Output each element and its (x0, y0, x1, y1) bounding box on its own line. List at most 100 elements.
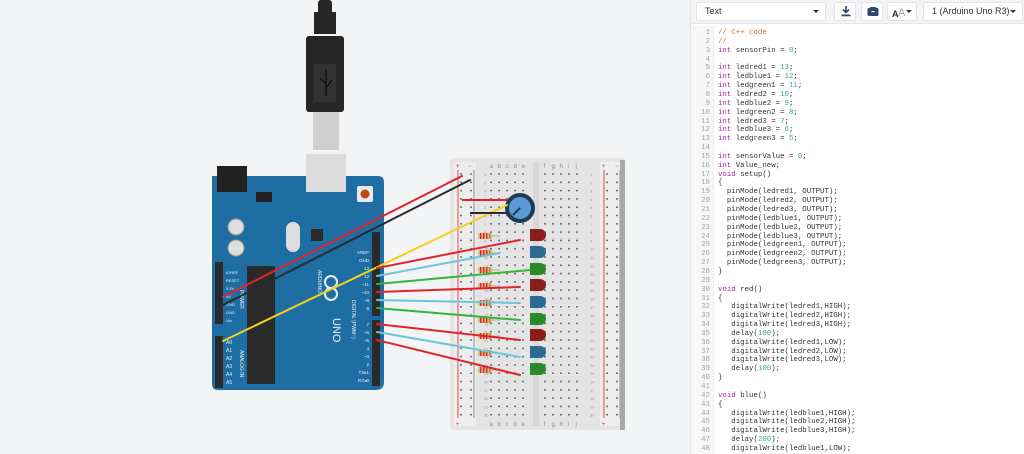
breadboard-hole[interactable] (606, 397, 608, 399)
breadboard-hole[interactable] (514, 405, 516, 408)
breadboard-hole[interactable] (568, 256, 570, 258)
breadboard-hole[interactable] (568, 189, 570, 192)
breadboard-hole[interactable] (506, 330, 508, 333)
breadboard-hole[interactable] (498, 173, 500, 175)
breadboard-hole[interactable] (522, 355, 524, 358)
breadboard-hole[interactable] (506, 264, 508, 267)
breadboard-hole[interactable] (552, 314, 554, 316)
breadboard-hole[interactable] (560, 330, 562, 333)
breadboard-hole[interactable] (470, 281, 472, 283)
breadboard-hole[interactable] (498, 380, 500, 383)
breadboard-hole[interactable] (576, 198, 578, 200)
breadboard-hole[interactable] (544, 314, 546, 316)
breadboard-hole[interactable] (544, 306, 546, 308)
breadboard-hole[interactable] (506, 281, 508, 283)
breadboard-hole[interactable] (522, 223, 524, 225)
breadboard-hole[interactable] (576, 272, 578, 275)
breadboard-hole[interactable] (616, 247, 618, 250)
breadboard-hole[interactable] (616, 272, 618, 275)
breadboard-hole[interactable] (460, 413, 462, 416)
breadboard-hole[interactable] (616, 397, 618, 399)
breadboard-hole[interactable] (576, 306, 578, 308)
breadboard-hole[interactable] (552, 231, 554, 233)
breadboard-hole[interactable] (568, 181, 570, 184)
breadboard-hole[interactable] (552, 405, 554, 408)
breadboard-hole[interactable] (522, 347, 524, 350)
breadboard-hole[interactable] (552, 322, 554, 325)
resistor[interactable] (478, 233, 500, 239)
breadboard-hole[interactable] (460, 264, 462, 267)
editor-mode-select[interactable]: Text (696, 2, 826, 21)
breadboard-hole[interactable] (552, 413, 554, 416)
breadboard-hole[interactable] (560, 306, 562, 308)
led-blue[interactable] (530, 246, 546, 258)
breadboard-hole[interactable] (576, 364, 578, 366)
breadboard-hole[interactable] (522, 231, 524, 233)
breadboard-hole[interactable] (576, 405, 578, 408)
breadboard-hole[interactable] (522, 330, 524, 333)
breadboard-hole[interactable] (470, 297, 472, 300)
breadboard-hole[interactable] (460, 289, 462, 291)
wire-pin12[interactable] (376, 252, 501, 277)
breadboard-hole[interactable] (460, 247, 462, 250)
breadboard-hole[interactable] (576, 347, 578, 350)
led-red[interactable] (530, 279, 546, 291)
breadboard-hole[interactable] (616, 355, 618, 358)
breadboard-hole[interactable] (616, 173, 618, 175)
breadboard-hole[interactable] (576, 264, 578, 267)
breadboard-hole[interactable] (552, 189, 554, 192)
device-select[interactable]: 1 (Arduino Uno R3) (923, 2, 1023, 21)
breadboard-hole[interactable] (522, 397, 524, 399)
breadboard-hole[interactable] (490, 281, 492, 283)
breadboard-hole[interactable] (616, 231, 618, 233)
breadboard-hole[interactable] (568, 231, 570, 233)
breadboard-hole[interactable] (552, 297, 554, 300)
breadboard-hole[interactable] (498, 264, 500, 267)
breadboard-hole[interactable] (544, 297, 546, 300)
breadboard-hole[interactable] (606, 189, 608, 192)
breadboard-hole[interactable] (616, 339, 618, 341)
breadboard-hole[interactable] (522, 389, 524, 391)
breadboard-hole[interactable] (514, 264, 516, 267)
breadboard-hole[interactable] (552, 281, 554, 283)
breadboard-hole[interactable] (470, 389, 472, 391)
breadboard-hole[interactable] (506, 380, 508, 383)
breadboard-hole[interactable] (470, 306, 472, 308)
breadboard-hole[interactable] (616, 206, 618, 208)
breadboard-hole[interactable] (470, 322, 472, 325)
breadboard-hole[interactable] (576, 413, 578, 416)
breadboard-hole[interactable] (470, 181, 472, 184)
breadboard-hole[interactable] (522, 272, 524, 275)
breadboard-hole[interactable] (576, 289, 578, 291)
breadboard-hole[interactable] (576, 339, 578, 341)
breadboard-hole[interactable] (460, 297, 462, 300)
canvas-scrollbar[interactable] (620, 160, 625, 430)
breadboard-hole[interactable] (568, 389, 570, 391)
led-red[interactable] (530, 329, 546, 341)
breadboard-hole[interactable] (616, 181, 618, 184)
breadboard-hole[interactable] (514, 281, 516, 283)
breadboard-hole[interactable] (552, 372, 554, 374)
breadboard-hole[interactable] (514, 380, 516, 383)
breadboard-hole[interactable] (490, 347, 492, 350)
breadboard-hole[interactable] (498, 239, 500, 242)
breadboard-hole[interactable] (576, 173, 578, 175)
breadboard-hole[interactable] (490, 247, 492, 250)
breadboard-hole[interactable] (560, 339, 562, 341)
breadboard-hole[interactable] (576, 322, 578, 325)
breadboard-hole[interactable] (490, 314, 492, 316)
breadboard-hole[interactable] (470, 397, 472, 399)
breadboard-hole[interactable] (568, 214, 570, 217)
breadboard-hole[interactable] (506, 322, 508, 325)
breadboard-hole[interactable] (616, 198, 618, 200)
breadboard-hole[interactable] (544, 256, 546, 258)
breadboard-hole[interactable] (498, 339, 500, 341)
breadboard-hole[interactable] (606, 256, 608, 258)
font-size-button[interactable]: A A (887, 2, 917, 21)
breadboard-hole[interactable] (606, 339, 608, 341)
breadboard-hole[interactable] (514, 364, 516, 366)
wire-pin8[interactable] (376, 307, 521, 321)
breadboard-hole[interactable] (460, 405, 462, 408)
breadboard-hole[interactable] (514, 189, 516, 192)
